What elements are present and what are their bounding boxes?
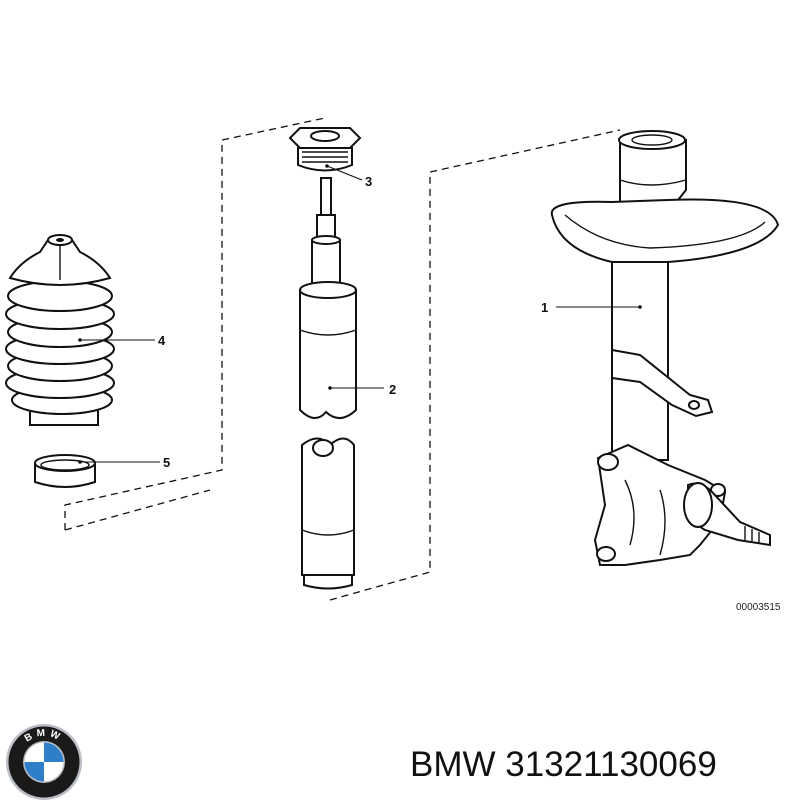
callout-4: 4: [158, 333, 166, 348]
callout-5: 5: [163, 455, 170, 470]
callout-2: 2: [389, 382, 396, 397]
callout-leader-lines: [78, 164, 642, 464]
callout-3: 3: [365, 174, 372, 189]
dashed-assembly-lines: [64, 117, 621, 601]
drawing-number: 00003515: [736, 602, 781, 613]
protective-boot-part-4: [5, 234, 115, 426]
bmw-logo-icon: BMW: [6, 724, 82, 800]
strut-housing-part-1: [550, 130, 780, 566]
shock-absorber-part-2: [299, 177, 357, 590]
callout-1: 1: [541, 300, 548, 315]
threaded-nut-part-3: [288, 127, 362, 172]
support-ring-part-5: [34, 454, 96, 488]
part-caption: BMW 31321130069: [410, 745, 717, 784]
